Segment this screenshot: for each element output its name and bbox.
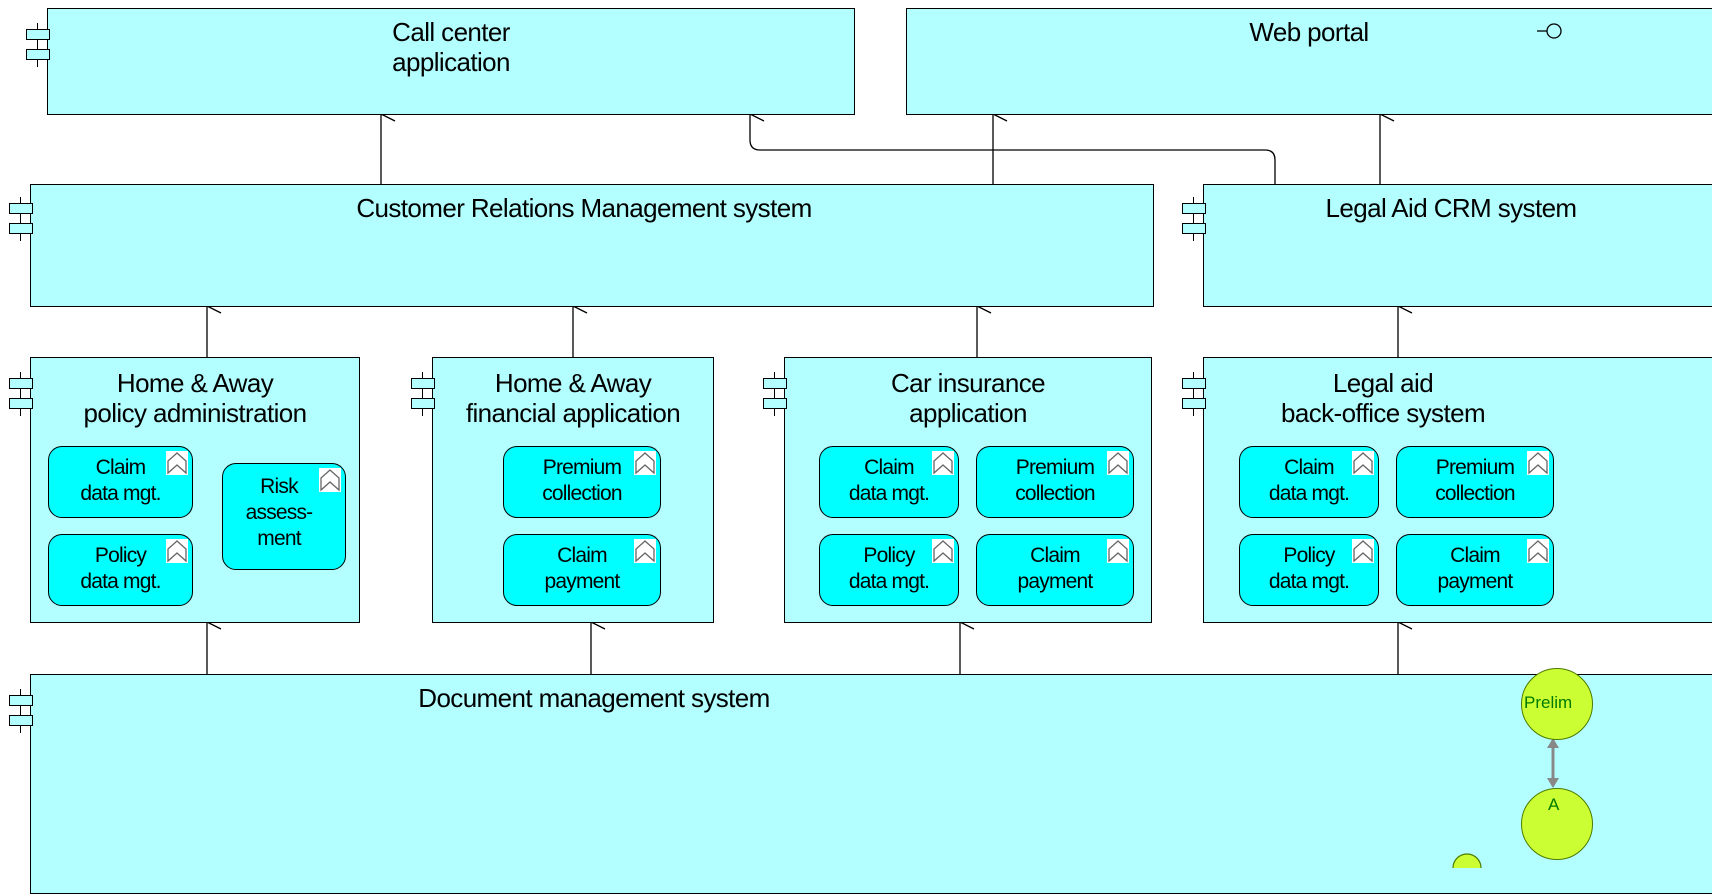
status-badge-prelim[interactable]: Prelim <box>1521 668 1593 740</box>
function-icon <box>166 451 188 475</box>
customer-relations-management-system[interactable]: Customer Relations Management system <box>9 184 1154 307</box>
interface-icon <box>1537 23 1562 39</box>
component-title: Legal aid back-office system <box>1280 368 1486 428</box>
function-icon <box>1527 539 1549 563</box>
function-icon <box>1352 539 1374 563</box>
component-icon <box>1182 197 1212 241</box>
function-icon <box>932 451 954 475</box>
component-title: Home & Away policy administration <box>83 368 308 428</box>
component-title: Car insurance application <box>890 368 1046 428</box>
component-title: Home & Away financial application <box>465 368 681 428</box>
component-title: Legal Aid CRM system <box>1325 193 1578 223</box>
component-title: Document management system <box>418 683 770 713</box>
function-icon <box>1527 451 1549 475</box>
legal-aid-crm-system[interactable]: Legal Aid CRM system <box>1182 184 1712 307</box>
function-icon <box>932 539 954 563</box>
call-center-application[interactable]: Call center application <box>26 8 855 115</box>
connections-layer <box>0 0 1712 674</box>
component-icon <box>9 689 39 733</box>
component-icon <box>9 197 39 241</box>
component-icon <box>1182 372 1212 416</box>
function-icon <box>634 539 656 563</box>
badge-connector-layer <box>1452 738 1559 868</box>
component-title: Call center application <box>392 17 510 77</box>
function-icon <box>634 451 656 475</box>
component-icon <box>411 372 441 416</box>
component-icon <box>763 372 793 416</box>
component-title: Web portal <box>1249 17 1369 47</box>
web-portal[interactable]: Web portal <box>906 8 1712 115</box>
function-icon <box>319 468 341 492</box>
document-management-system[interactable]: Document management system <box>9 674 1712 894</box>
function-icon <box>166 539 188 563</box>
component-icon <box>26 23 56 67</box>
function-icon <box>1107 451 1129 475</box>
component-icon <box>9 372 39 416</box>
function-icon <box>1107 539 1129 563</box>
legalcrm-to-callcenter-arrow <box>750 114 1276 184</box>
status-badge-a[interactable]: A <box>1521 788 1593 860</box>
function-icon <box>1352 451 1374 475</box>
component-title: Customer Relations Management system <box>356 193 812 223</box>
